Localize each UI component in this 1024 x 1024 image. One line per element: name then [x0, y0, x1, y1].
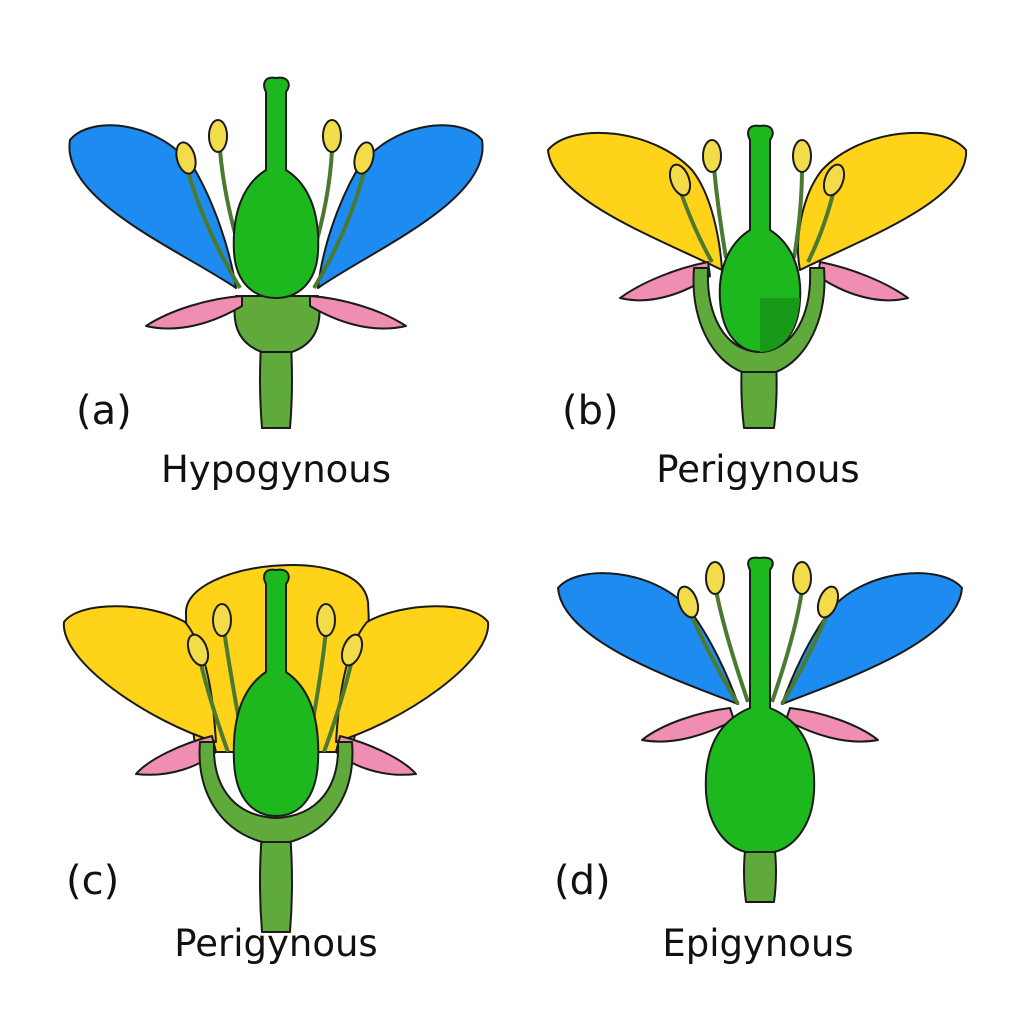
petal-left — [68, 124, 237, 289]
panel-letter: (a) — [76, 388, 132, 434]
anther — [705, 561, 725, 595]
panel-perigynous-b: (b) Perigynous — [512, 0, 1024, 512]
sepal-right — [817, 261, 909, 302]
stalk — [259, 329, 293, 429]
receptacle-cup — [198, 741, 354, 843]
petal-left — [547, 131, 723, 271]
panel-perigynous-c: (c) Perigynous — [0, 512, 512, 1024]
stalk — [740, 359, 778, 429]
pistil — [232, 76, 320, 299]
filaments — [678, 167, 836, 263]
panel-letter: (c) — [66, 858, 120, 904]
ovary-shade — [760, 298, 800, 352]
anther — [316, 603, 336, 637]
anther — [816, 585, 840, 619]
sepal-left — [145, 295, 243, 330]
anther — [208, 119, 228, 153]
panel-letter: (d) — [554, 858, 611, 904]
petal-right — [335, 605, 490, 743]
anther — [702, 139, 722, 173]
petal-right — [797, 131, 968, 271]
panel-caption: Perigynous — [174, 922, 378, 965]
anther — [175, 141, 197, 175]
hypogynous-flower-diagram — [68, 76, 484, 429]
receptacle-cup — [692, 267, 826, 373]
petal-left — [62, 605, 217, 743]
petal-left — [557, 572, 739, 705]
anther — [792, 139, 812, 173]
petal-right — [781, 572, 963, 705]
petal-right — [317, 124, 484, 289]
panel-letter: (b) — [562, 388, 619, 434]
pistil — [232, 568, 320, 817]
filaments — [688, 589, 830, 706]
panel-caption: Perigynous — [656, 448, 860, 491]
receptacle — [233, 295, 321, 353]
anther — [353, 141, 375, 175]
anther — [340, 633, 364, 667]
panel-hypogynous: (a) Hypogynous — [0, 0, 512, 512]
sepal-left — [641, 707, 735, 743]
sepal-right — [309, 295, 407, 330]
anther — [676, 585, 700, 619]
anther — [668, 163, 692, 197]
perigynous-flower-diagram — [547, 124, 968, 429]
stalk — [259, 831, 293, 933]
panel-epigynous: (d) Epigynous — [512, 512, 1024, 1024]
anther — [212, 603, 232, 637]
perigynous-flower-diagram — [62, 564, 490, 933]
epigynous-flower-diagram — [557, 556, 963, 903]
stalk — [743, 841, 777, 903]
panel-caption: Epigynous — [662, 922, 854, 965]
pistil — [718, 124, 802, 353]
sepal-right — [785, 707, 879, 743]
anther — [822, 163, 846, 197]
pistil — [704, 556, 816, 853]
anther — [322, 119, 342, 153]
anther — [186, 633, 210, 667]
panel-caption: Hypogynous — [160, 448, 392, 491]
anther — [792, 561, 812, 595]
